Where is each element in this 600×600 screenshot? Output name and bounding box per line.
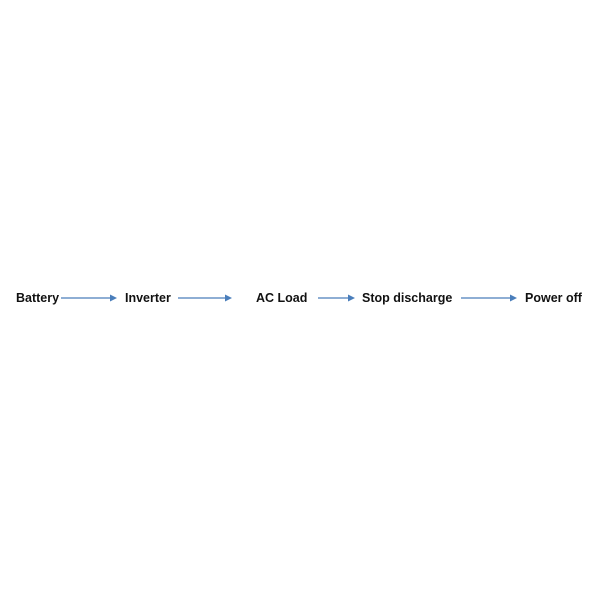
node-stop-discharge: Stop discharge bbox=[362, 291, 453, 305]
node-power-off: Power off bbox=[525, 291, 582, 305]
arrow-icon bbox=[178, 294, 232, 302]
node-ac-load: AC Load bbox=[256, 291, 308, 305]
arrow-ac-load-to-stop-discharge bbox=[318, 292, 355, 304]
arrow-battery-to-inverter bbox=[61, 292, 117, 304]
arrow-icon bbox=[318, 294, 355, 302]
node-inverter: Inverter bbox=[125, 291, 171, 305]
arrow-stop-discharge-to-power-off bbox=[461, 292, 517, 304]
arrow-icon bbox=[61, 294, 117, 302]
arrow-icon bbox=[461, 294, 517, 302]
node-battery: Battery bbox=[16, 291, 60, 305]
arrow-inverter-to-ac-load bbox=[178, 292, 232, 304]
